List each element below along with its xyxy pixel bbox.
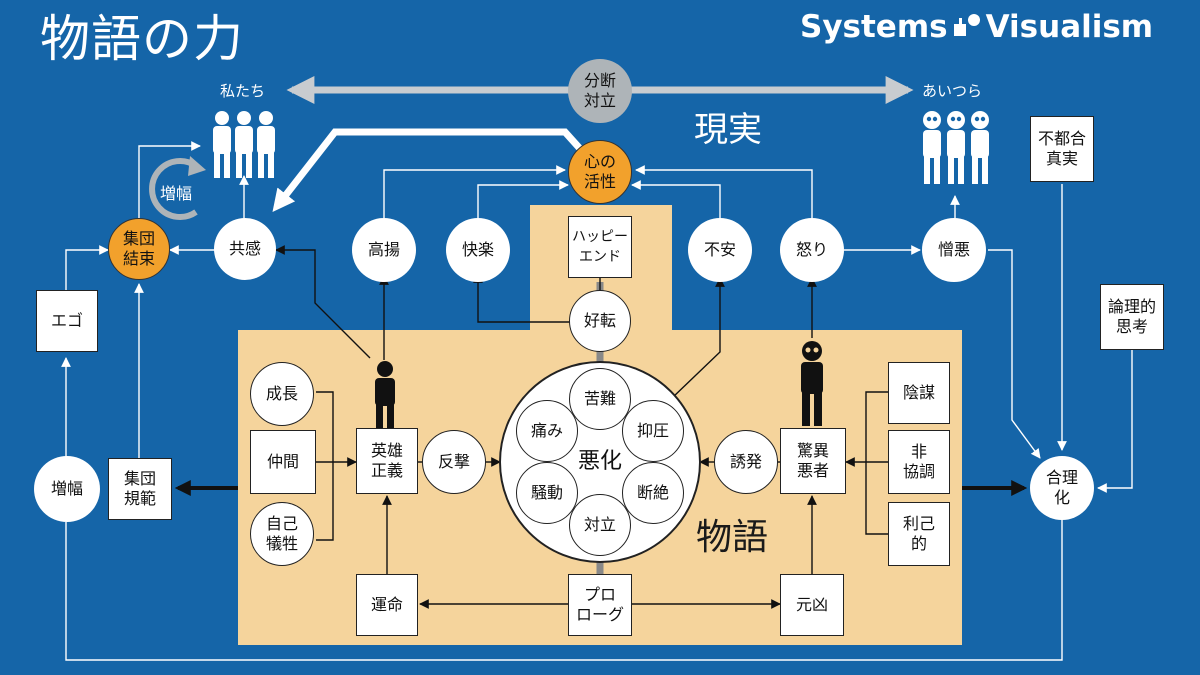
node-selfish: 利己 的 (888, 502, 950, 566)
node-logical-thinking: 論理的 思考 (1100, 284, 1164, 350)
node-discord: 非 協調 (888, 430, 950, 494)
node-division: 分断 対立 (568, 59, 632, 123)
us-people-icon (213, 111, 275, 178)
node-pain: 痛み (516, 400, 578, 462)
brand-right: Visualism (985, 9, 1154, 45)
node-companions: 仲間 (250, 430, 316, 494)
node-hardship: 苦難 (569, 368, 631, 430)
amplify-loop-label: 増幅 (160, 184, 193, 203)
label-story: 物語 (696, 517, 769, 558)
node-confrontation: 対立 (569, 494, 631, 556)
node-growth: 成長 (250, 362, 314, 426)
node-counterattack: 反撃 (422, 430, 486, 494)
node-severance: 断絶 (622, 462, 684, 524)
node-amplify: 増幅 (34, 456, 100, 522)
node-culprit: 元凶 (780, 574, 844, 636)
node-group-norm: 集団 規範 (108, 458, 172, 520)
page-title: 物語の力 (40, 10, 244, 68)
node-happy-end: ハッピー エンド (568, 216, 632, 278)
node-provocation: 誘発 (714, 430, 778, 494)
node-hatred: 憎悪 (922, 218, 986, 282)
label-reality: 現実 (694, 110, 762, 150)
brand-logo: Systems Visualism (800, 6, 1194, 48)
villain-figure-icon (801, 341, 823, 426)
node-villain: 驚異 悪者 (780, 428, 846, 494)
label-us: 私たち (220, 82, 266, 100)
them-skulls-icon (923, 111, 989, 184)
node-heart: 心の 活性 (568, 140, 632, 204)
node-group-unity: 集団 結束 (108, 218, 170, 280)
node-inconvenient-truth: 不都合 真実 (1030, 116, 1094, 182)
node-hero: 英雄 正義 (356, 428, 418, 494)
node-anxiety: 不安 (688, 218, 752, 282)
node-empathy: 共感 (214, 218, 276, 280)
node-turn-good: 好転 (569, 290, 631, 352)
node-fate: 運命 (356, 574, 418, 636)
node-anger: 怒り (780, 218, 844, 282)
node-oppression: 抑圧 (622, 400, 684, 462)
node-ego: エゴ (36, 290, 98, 352)
node-conspiracy: 陰謀 (888, 362, 950, 424)
node-evil: 悪化 (577, 449, 622, 474)
node-exaltation: 高揚 (352, 218, 416, 282)
node-prologue: プロ ローグ (568, 574, 632, 636)
node-pleasure: 快楽 (446, 218, 510, 282)
brand-left: Systems (800, 9, 948, 45)
node-commotion: 騒動 (516, 462, 578, 524)
label-them: あいつら (922, 82, 983, 100)
hero-figure-icon (375, 361, 395, 428)
node-rationalization: 合理 化 (1030, 456, 1094, 520)
node-self-sacrifice: 自己 犠牲 (250, 502, 314, 566)
brand-icon (953, 14, 980, 40)
